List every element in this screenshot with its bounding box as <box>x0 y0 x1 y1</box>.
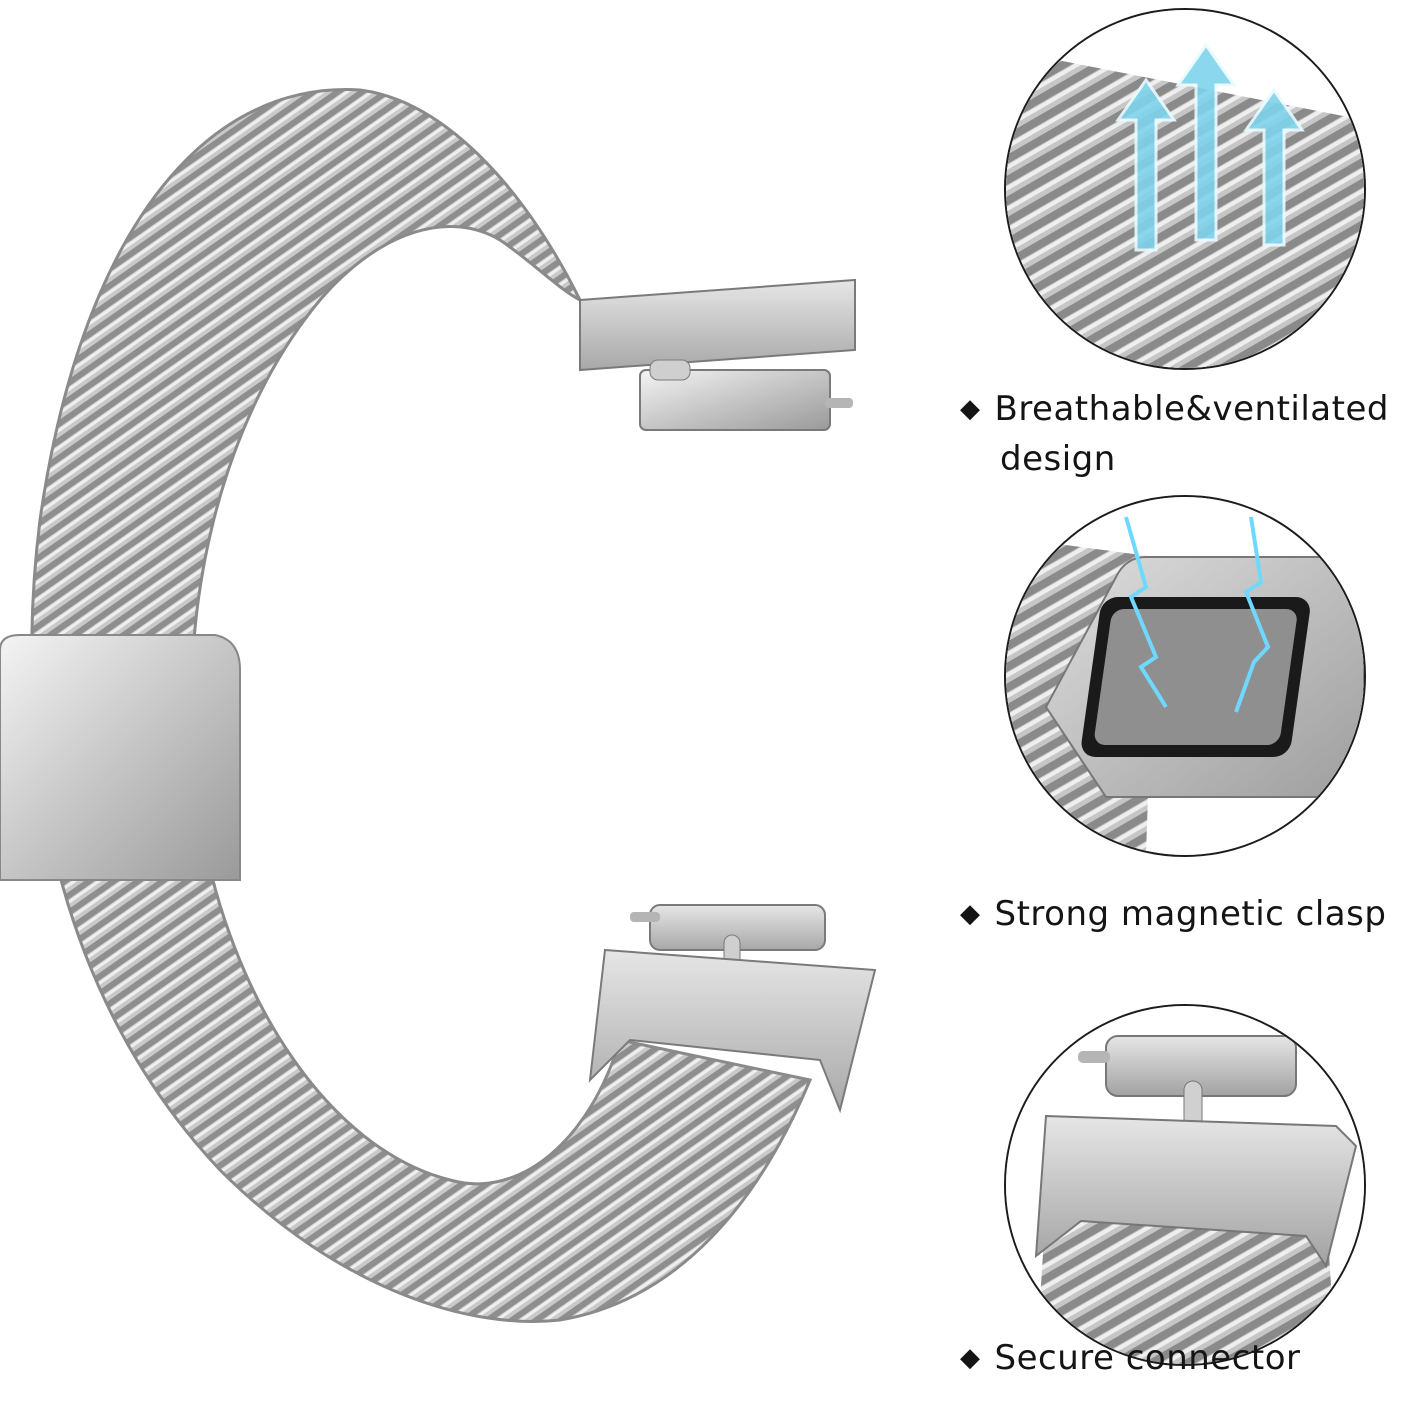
breathable-detail-image <box>1004 8 1366 370</box>
diamond-bullet-icon: ◆ <box>960 394 981 424</box>
caption-line: design <box>1000 439 1116 479</box>
feature-caption-breathable: ◆ Breathable&ventilated design <box>960 384 1389 484</box>
caption-line: Breathable&ventilated <box>994 389 1389 429</box>
connector-detail-image <box>1004 1004 1366 1366</box>
feature-caption-magnetic: ◆ Strong magnetic clasp <box>960 889 1386 939</box>
magnetic-clasp-detail-image <box>1004 495 1366 857</box>
caption-line: Secure connector <box>994 1338 1301 1378</box>
mesh-band-image <box>0 88 877 1323</box>
feature-caption-connector-text: ◆ Secure connector <box>960 1333 1301 1383</box>
airflow-arrow-icon <box>1115 42 1305 252</box>
caption-line: Strong magnetic clasp <box>994 894 1387 934</box>
diamond-bullet-icon: ◆ <box>960 1343 981 1373</box>
diamond-bullet-icon: ◆ <box>960 899 981 929</box>
lightning-icon <box>1124 516 1271 713</box>
